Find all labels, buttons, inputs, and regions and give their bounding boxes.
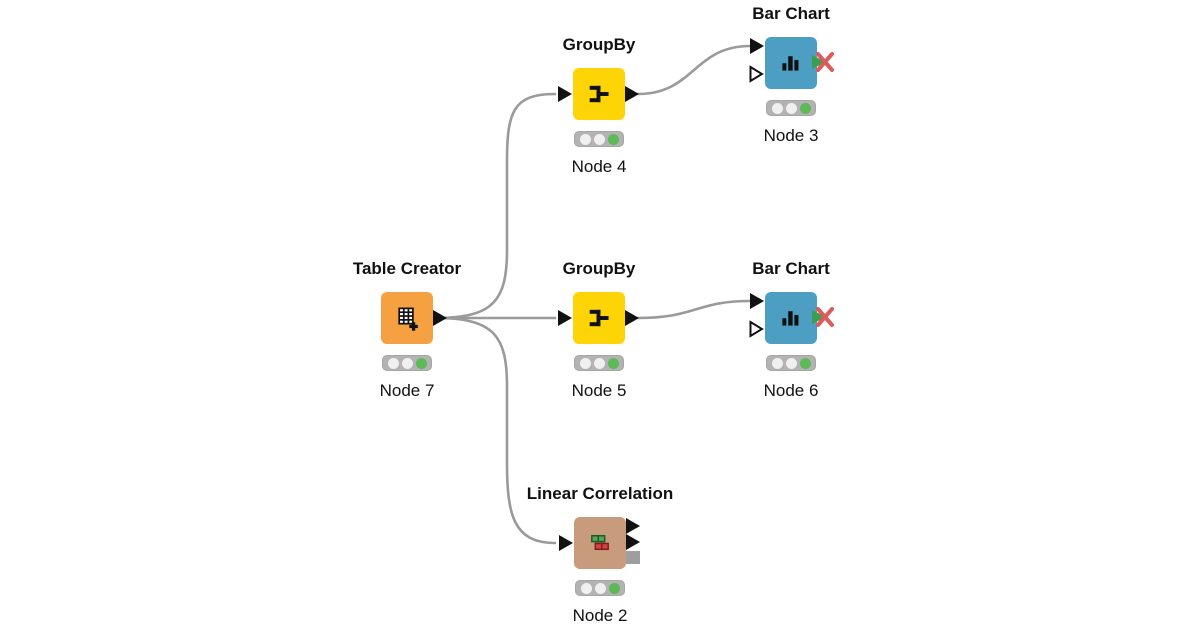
input-port-optional[interactable] bbox=[749, 320, 764, 338]
node-body-bar-chart[interactable] bbox=[765, 292, 817, 344]
node-body-groupby[interactable] bbox=[573, 68, 625, 120]
output-port-inactive-icon[interactable] bbox=[811, 49, 837, 75]
status-traffic-light bbox=[574, 131, 624, 147]
node-body-bar-chart[interactable] bbox=[765, 37, 817, 89]
node-label: Node 7 bbox=[379, 381, 435, 400]
bar-chart-icon bbox=[782, 311, 799, 326]
node-title: GroupBy bbox=[562, 35, 636, 54]
status-dot-green bbox=[607, 133, 619, 145]
status-dot-yellow bbox=[401, 357, 413, 369]
node-bar-chart-6[interactable]: Bar Chart Node 6 bbox=[749, 259, 834, 399]
output-port-model[interactable] bbox=[626, 551, 640, 564]
status-dot-yellow bbox=[594, 582, 606, 594]
output-port-inactive-icon[interactable] bbox=[811, 304, 837, 330]
node-groupby-4[interactable]: GroupBy Node 4 bbox=[558, 35, 639, 175]
node-title: GroupBy bbox=[562, 259, 636, 278]
node-body-groupby[interactable] bbox=[573, 292, 625, 344]
node-title: Bar Chart bbox=[752, 259, 830, 278]
correlation-matrix-icon bbox=[591, 535, 609, 551]
status-traffic-light bbox=[766, 100, 816, 116]
input-port[interactable] bbox=[558, 86, 572, 102]
status-dot-red bbox=[771, 102, 783, 114]
input-port-data[interactable] bbox=[750, 293, 764, 309]
input-port-optional[interactable] bbox=[749, 65, 764, 83]
status-dot-red bbox=[387, 357, 399, 369]
bar-chart-icon bbox=[782, 56, 799, 71]
input-port[interactable] bbox=[558, 310, 572, 326]
node-bar-chart-3[interactable]: Bar Chart Node 3 bbox=[749, 4, 834, 144]
status-traffic-light bbox=[575, 580, 625, 596]
output-port[interactable] bbox=[433, 310, 447, 326]
status-traffic-light bbox=[382, 355, 432, 371]
status-dot-green bbox=[799, 102, 811, 114]
status-dot-yellow bbox=[593, 133, 605, 145]
node-groupby-5[interactable]: GroupBy Node 5 bbox=[558, 259, 639, 399]
node-label: Node 2 bbox=[572, 606, 628, 625]
connection-node5-node6[interactable] bbox=[636, 299, 752, 320]
status-dot-green bbox=[607, 357, 619, 369]
output-port-matrix[interactable] bbox=[626, 534, 640, 550]
output-port[interactable] bbox=[625, 86, 639, 102]
status-dot-yellow bbox=[785, 102, 797, 114]
groupby-icon bbox=[589, 85, 609, 103]
status-dot-red bbox=[580, 582, 592, 594]
node-linear-correlation[interactable]: Linear Correlation Node 2 bbox=[527, 484, 673, 624]
groupby-icon bbox=[589, 309, 609, 327]
node-title: Bar Chart bbox=[752, 4, 830, 23]
status-dot-red bbox=[579, 133, 591, 145]
connection-node4-node3[interactable] bbox=[636, 44, 752, 96]
node-label: Node 6 bbox=[763, 381, 819, 400]
status-dot-red bbox=[771, 357, 783, 369]
status-traffic-light bbox=[574, 355, 624, 371]
node-body-linear-correlation[interactable] bbox=[574, 517, 626, 569]
connection-node7-node2[interactable] bbox=[434, 316, 557, 545]
node-label: Node 3 bbox=[763, 126, 819, 145]
status-dot-green bbox=[608, 582, 620, 594]
node-title: Linear Correlation bbox=[526, 484, 674, 503]
status-dot-green bbox=[799, 357, 811, 369]
status-traffic-light bbox=[766, 355, 816, 371]
status-dot-red bbox=[579, 357, 591, 369]
input-port[interactable] bbox=[559, 535, 573, 551]
status-dot-green bbox=[415, 357, 427, 369]
node-table-creator[interactable]: Table Creator bbox=[353, 259, 461, 399]
status-dot-yellow bbox=[785, 357, 797, 369]
input-port-data[interactable] bbox=[750, 38, 764, 54]
node-body-table-creator[interactable] bbox=[381, 292, 433, 344]
status-dot-yellow bbox=[593, 357, 605, 369]
output-port[interactable] bbox=[625, 310, 639, 326]
node-label: Node 4 bbox=[571, 157, 627, 176]
connection-node7-node4[interactable] bbox=[434, 92, 557, 320]
node-label: Node 5 bbox=[571, 381, 627, 400]
table-plus-icon bbox=[397, 307, 418, 331]
output-port-measures[interactable] bbox=[626, 518, 640, 534]
node-title: Table Creator bbox=[352, 259, 462, 278]
